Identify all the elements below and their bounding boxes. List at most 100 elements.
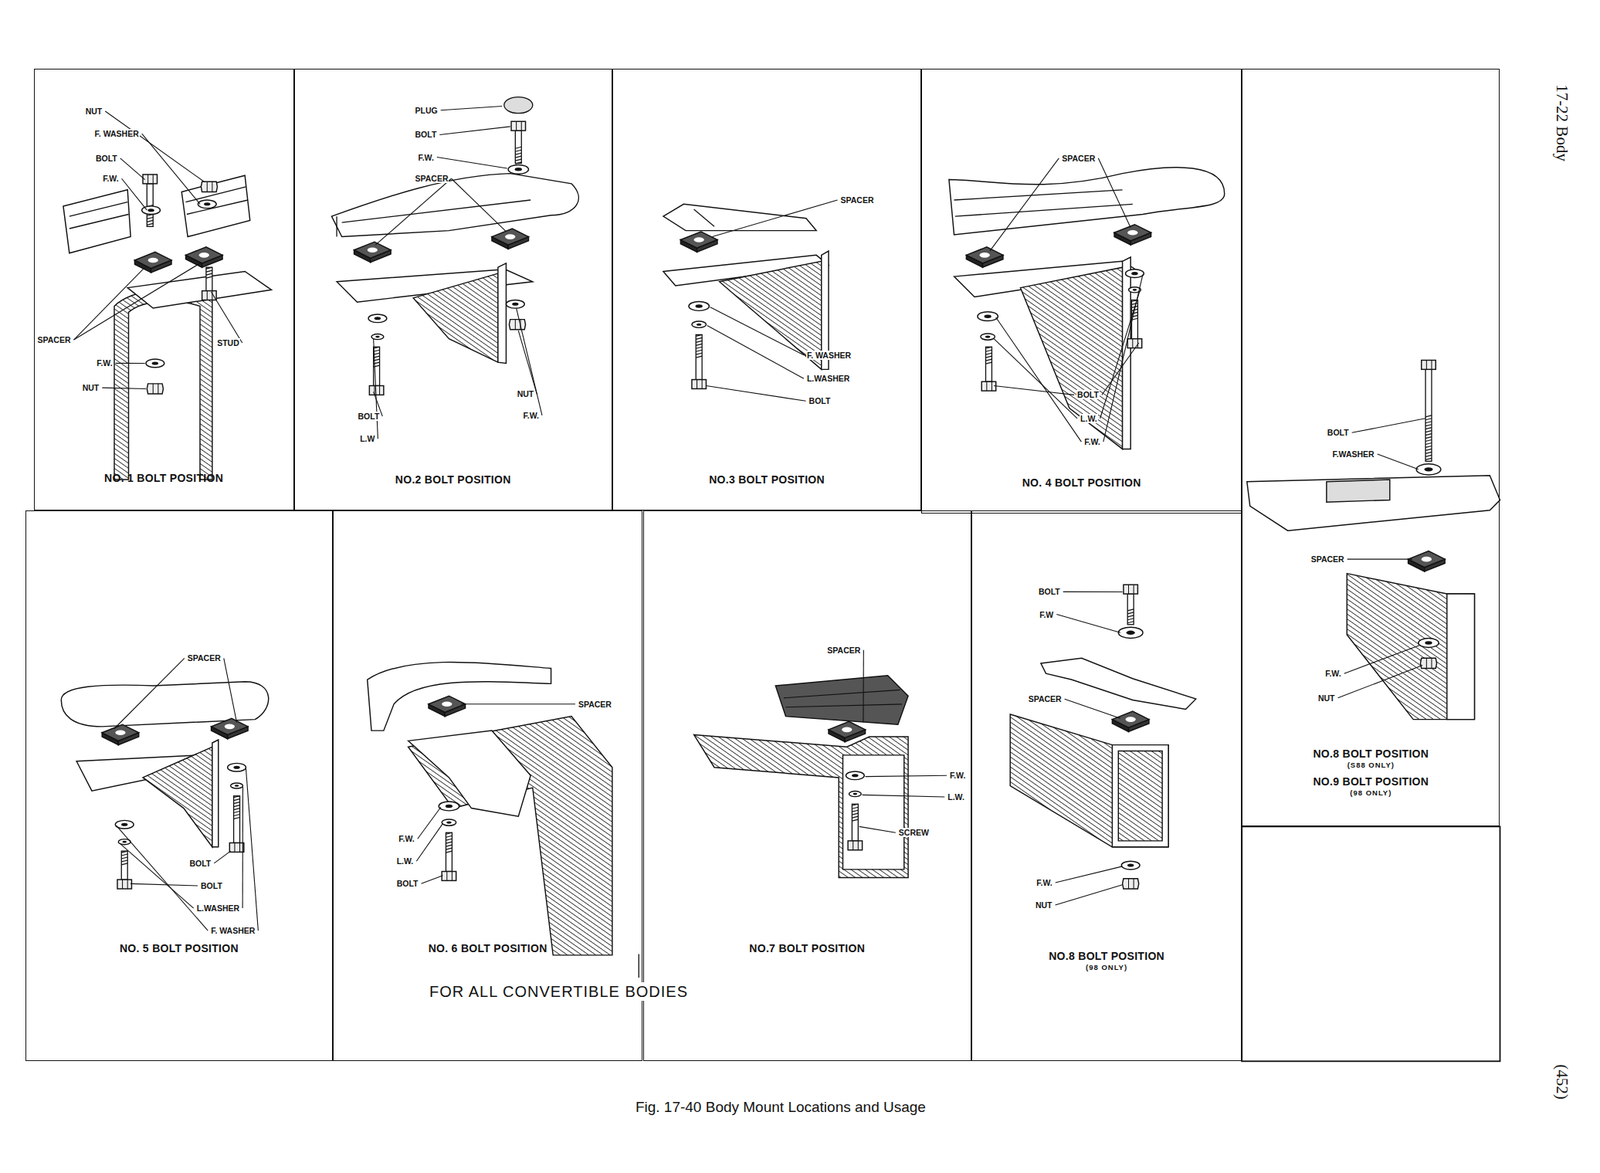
detail-line [851,806,858,809]
panel-title: NO. 6 BOLT POSITION [428,941,548,956]
detail-line [1425,451,1432,454]
frame-section [694,734,909,878]
leader-line [1347,559,1413,560]
leader-line [450,178,506,232]
leader-line [120,844,194,909]
part-label: L.W. [1079,413,1099,424]
bolt-shank [445,832,452,872]
frame-section [1020,267,1123,449]
part-label: PLUG [414,105,439,116]
detail-line [1128,878,1129,889]
leader-line [710,307,804,356]
part-label: F.W. [95,358,113,368]
leader-line [859,826,896,833]
leader-line [416,823,443,862]
leader-line [705,386,806,402]
part-label: NUT [84,106,104,116]
part-label: F. WASHER [94,128,140,139]
detail-line [695,355,702,358]
panel-title: NO. 4 BOLT POSITION [1022,475,1142,490]
detail-line [146,216,153,219]
panel-title: NO.8 BOLT POSITION [1312,746,1429,761]
washer [691,321,707,328]
washer-hole [147,208,154,212]
leader-line [993,338,1078,419]
nut [1122,878,1139,889]
washer-hole [445,804,453,808]
leader-line [115,362,146,364]
leader-line [223,657,238,723]
detail-line [515,146,522,149]
washer [688,301,709,311]
detail-line [521,121,523,131]
spacer-hole [694,237,705,243]
plug [504,97,533,114]
part-label: F.W. [397,833,415,844]
washer-hole [511,302,519,306]
detail-line [1430,359,1432,370]
detail-line [121,863,128,865]
washer [1416,464,1441,475]
part-outline [1247,475,1501,531]
spacer-hole [1127,230,1138,236]
part-label: BOLT [1037,586,1062,597]
bolt-shank [986,346,993,382]
detail-line [515,149,522,152]
bolt-shank [121,850,128,880]
model-note: (98 ONLY) [1349,788,1392,798]
part-label: BOLT [808,396,832,406]
page-header: 17-22 Body [1552,83,1572,163]
detail-line [69,214,129,230]
model-note: (98 ONLY) [1085,962,1128,973]
detail-line [445,847,452,850]
detail-line [1127,621,1134,624]
leader-line [1055,884,1123,906]
detail-line [239,843,241,853]
washer [438,801,459,811]
detail-line [515,152,522,155]
part-label: L.W. [396,856,415,866]
washer [197,200,217,209]
detail-line [1425,418,1432,421]
bolt-shank [1425,369,1432,462]
panel-title: NO.9 BOLT POSITION [1312,774,1429,789]
bolt-head [1127,338,1143,349]
spacer-hole [505,233,516,240]
detail-line [446,871,448,882]
detail-line [121,850,128,853]
detail-line [233,843,235,853]
part-label: NUT [1317,693,1336,703]
bolt-position-panel: NO. 6 BOLT POSITION [332,510,644,1062]
washer [227,762,247,772]
spacer-hole [115,729,126,736]
part-label: SPACER [1027,694,1063,704]
leader-line [1344,644,1421,674]
detail-line [445,835,452,838]
detail-line [233,808,241,811]
detail-line [342,200,531,223]
detail-line [986,352,993,355]
leader-line [116,825,209,931]
washer-hole [122,840,127,844]
detail-line [851,810,858,812]
part-outline [1111,745,1169,848]
detail-line [857,840,859,851]
washer [1118,627,1143,638]
part-label: SPACER [840,195,875,205]
leader-line [417,806,441,839]
part-label: BOLT [357,411,381,421]
part-label: F. WASHER [806,350,852,360]
leader-line [993,386,1075,396]
leader-line [461,703,576,705]
spacer-hole [367,247,378,253]
part-label: BOLT [1076,389,1100,400]
washer [441,819,457,826]
bolt-position-panel: NO. 4 BOLT POSITION [921,68,1242,514]
spacer [966,247,1004,264]
detail-line [986,346,993,349]
washer [845,771,865,780]
washer-hole [515,167,523,171]
washer [848,791,862,797]
detail-line [1425,443,1432,445]
